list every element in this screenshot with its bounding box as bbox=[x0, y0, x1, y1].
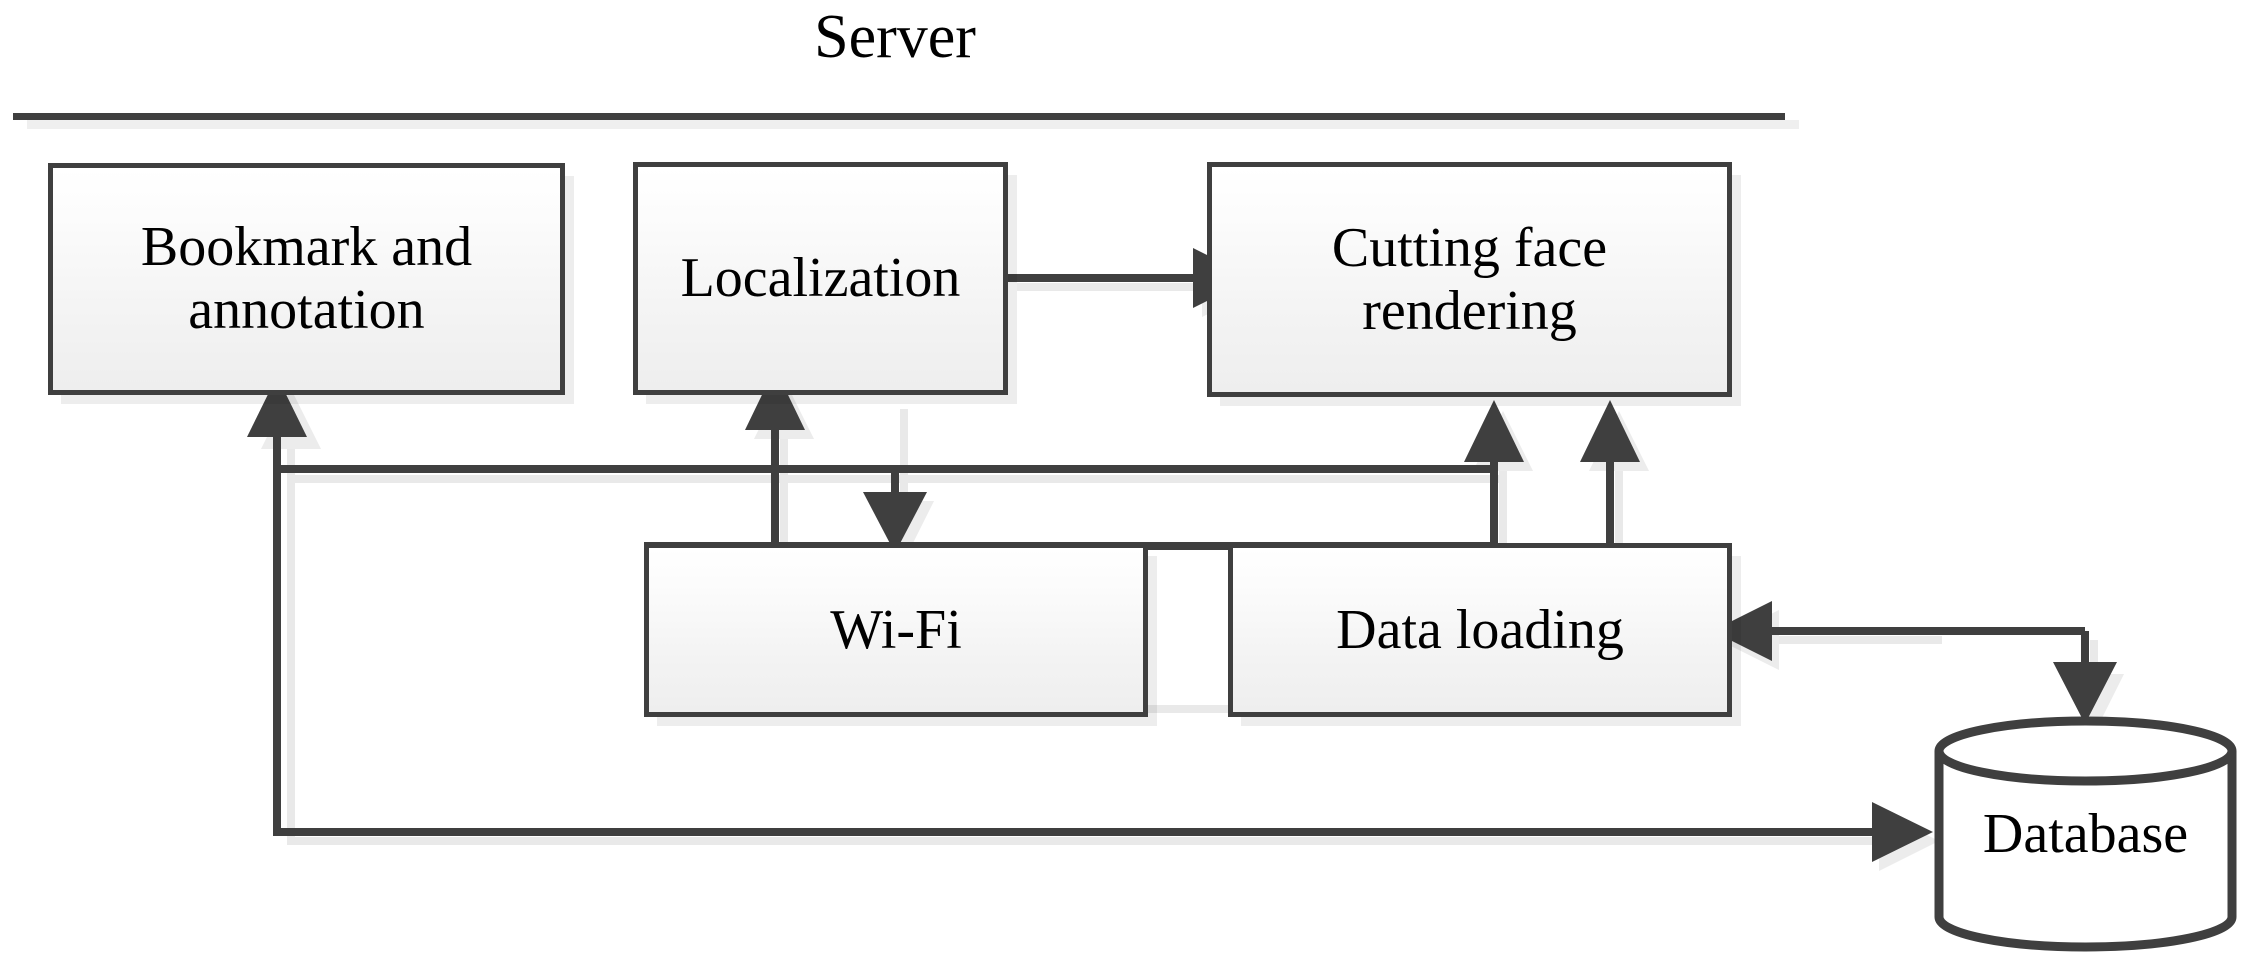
node-bookmark-and-annotation[interactable]: Bookmark and annotation bbox=[48, 163, 565, 395]
node-label-line: Wi-Fi bbox=[830, 598, 962, 661]
edge-dataloading-to-cutting bbox=[1580, 400, 1640, 545]
node-label-line: Bookmark and bbox=[140, 216, 473, 279]
node-label-line: annotation bbox=[188, 279, 425, 341]
node-label-line: Database bbox=[1982, 803, 2189, 865]
node-label-line: Data loading bbox=[1336, 598, 1624, 661]
edge-localization-to-wifi bbox=[863, 469, 927, 553]
node-label-line: rendering bbox=[1362, 279, 1577, 342]
node-cutting-face-rendering[interactable]: Cutting face rendering bbox=[1207, 162, 1732, 397]
node-localization[interactable]: Localization bbox=[633, 162, 1008, 395]
edge-database-to-dataloading bbox=[1712, 601, 2085, 661]
boundary-rule-shadow bbox=[27, 120, 1799, 129]
boundary-rule bbox=[13, 113, 1785, 120]
edge-dataloading-to-database bbox=[2053, 631, 2117, 724]
bus-line-lower bbox=[644, 400, 1524, 550]
node-label-line: Localization bbox=[680, 247, 961, 310]
database-cylinder-icon bbox=[1934, 716, 2237, 952]
node-label-line: Cutting face bbox=[1331, 216, 1608, 279]
node-data-loading[interactable]: Data loading bbox=[1228, 543, 1732, 717]
node-database[interactable]: Database bbox=[1933, 715, 2238, 953]
node-wifi[interactable]: Wi-Fi bbox=[644, 543, 1148, 717]
diagram-title: Server bbox=[814, 3, 976, 71]
